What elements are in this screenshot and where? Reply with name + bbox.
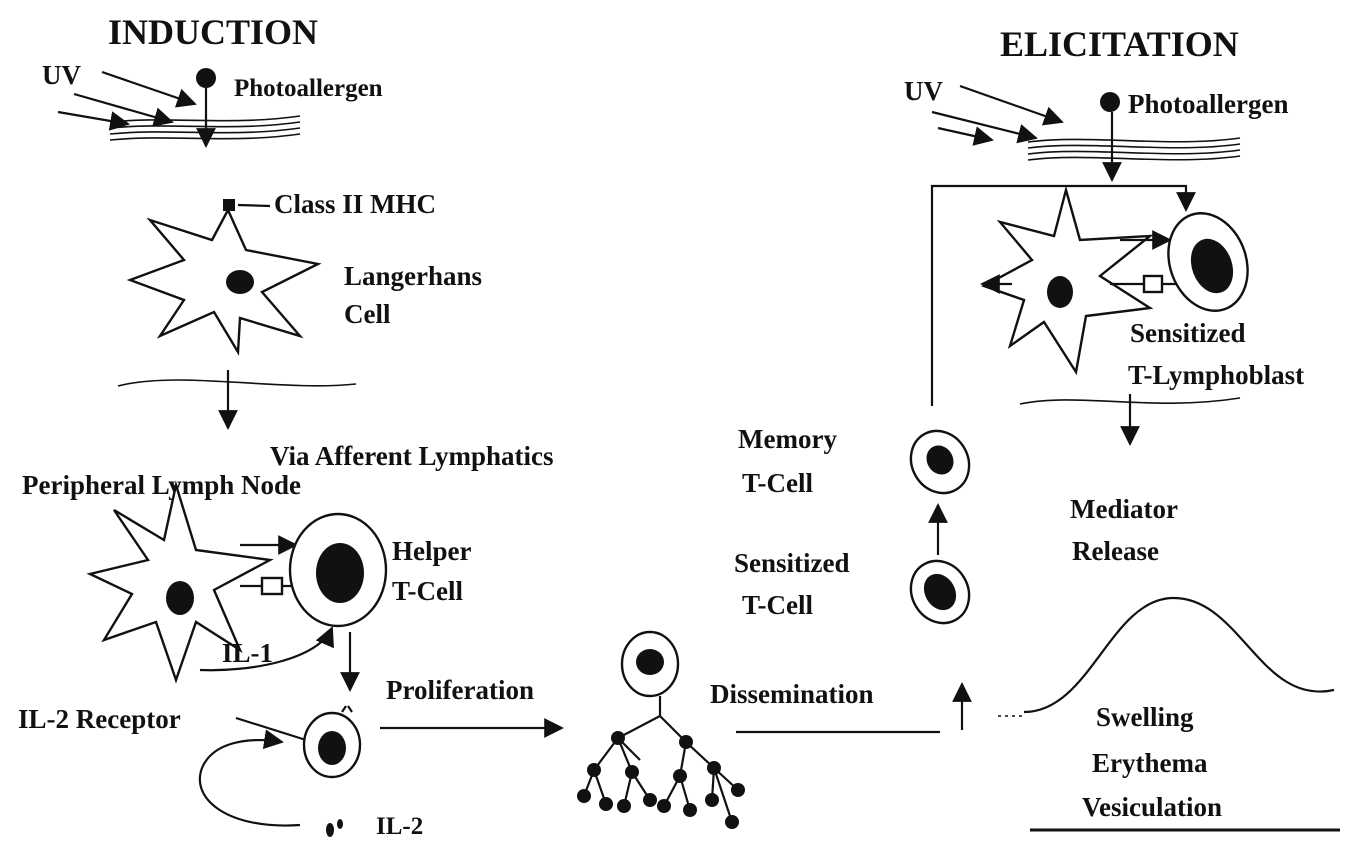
il2-autocrine-arrow <box>200 740 300 825</box>
helper-t-cell <box>290 514 386 626</box>
induction-photoallergen-dot <box>196 68 216 88</box>
class-ii-mhc-label: Class II MHC <box>274 189 436 219</box>
memory-t-cell-line1: Memory <box>738 424 837 454</box>
via-afferent-label: Via Afferent Lymphatics <box>270 441 554 471</box>
elicitation-uv-label: UV <box>904 76 943 106</box>
node-mhc-receptor <box>262 578 282 594</box>
elicitation-langerhans-cell <box>984 190 1150 372</box>
il2-receptor-label: IL-2 Receptor <box>18 704 181 734</box>
mediator-release-line1: Mediator <box>1070 494 1178 524</box>
induction-basement-line <box>118 380 356 386</box>
response-curve <box>1024 598 1334 712</box>
elicitation-heading: ELICITATION <box>1000 24 1239 64</box>
t-lymphoblast-line2: T-Lymphoblast <box>1128 360 1304 390</box>
sensitized-t-cell-line1: Sensitized <box>734 548 850 578</box>
langerhans-label-line1: Langerhans <box>344 261 482 291</box>
sensitized-t-lymphoblast <box>1155 202 1261 322</box>
clonal-expansion-tree <box>577 632 745 829</box>
elicitation-skin-layer <box>1028 138 1240 160</box>
helper-t-cell-line1: Helper <box>392 536 471 566</box>
class-ii-mhc-marker <box>223 199 235 211</box>
peripheral-lymph-node-label: Peripheral Lymph Node <box>22 470 301 500</box>
elicitation-mhc-receptor <box>1144 276 1162 292</box>
induction-photoallergen-label: Photoallergen <box>234 75 383 102</box>
outcome-erythema: Erythema <box>1092 748 1208 778</box>
proliferation-label: Proliferation <box>386 675 534 705</box>
outcome-vesiculation: Vesiculation <box>1082 792 1222 822</box>
induction-heading: INDUCTION <box>108 12 318 52</box>
mediator-release-line2: Release <box>1072 536 1159 566</box>
class-ii-mhc-pointer <box>238 205 270 206</box>
outcome-swelling: Swelling <box>1096 702 1194 732</box>
elicitation-uv-rays <box>932 86 1062 140</box>
langerhans-cell <box>130 210 318 352</box>
dissemination-label: Dissemination <box>710 679 874 709</box>
t-lymphoblast-line1: Sensitized <box>1130 318 1246 348</box>
langerhans-label-line2: Cell <box>344 299 391 329</box>
memory-t-cell <box>900 420 980 503</box>
il2-label: IL-2 <box>376 813 423 840</box>
helper-t-cell-line2: T-Cell <box>392 576 464 606</box>
il1-label: IL-1 <box>222 638 273 668</box>
sensitized-t-cell-line2: T-Cell <box>742 590 814 620</box>
sensitized-t-cell <box>900 550 980 633</box>
elicitation-photoallergen-label: Photoallergen <box>1128 89 1288 119</box>
activated-t-cell <box>304 713 360 777</box>
elicitation-photoallergen-dot <box>1100 92 1120 112</box>
induction-uv-label: UV <box>42 60 81 90</box>
memory-t-cell-line2: T-Cell <box>742 468 814 498</box>
il2-receptor-pointer <box>236 718 306 740</box>
